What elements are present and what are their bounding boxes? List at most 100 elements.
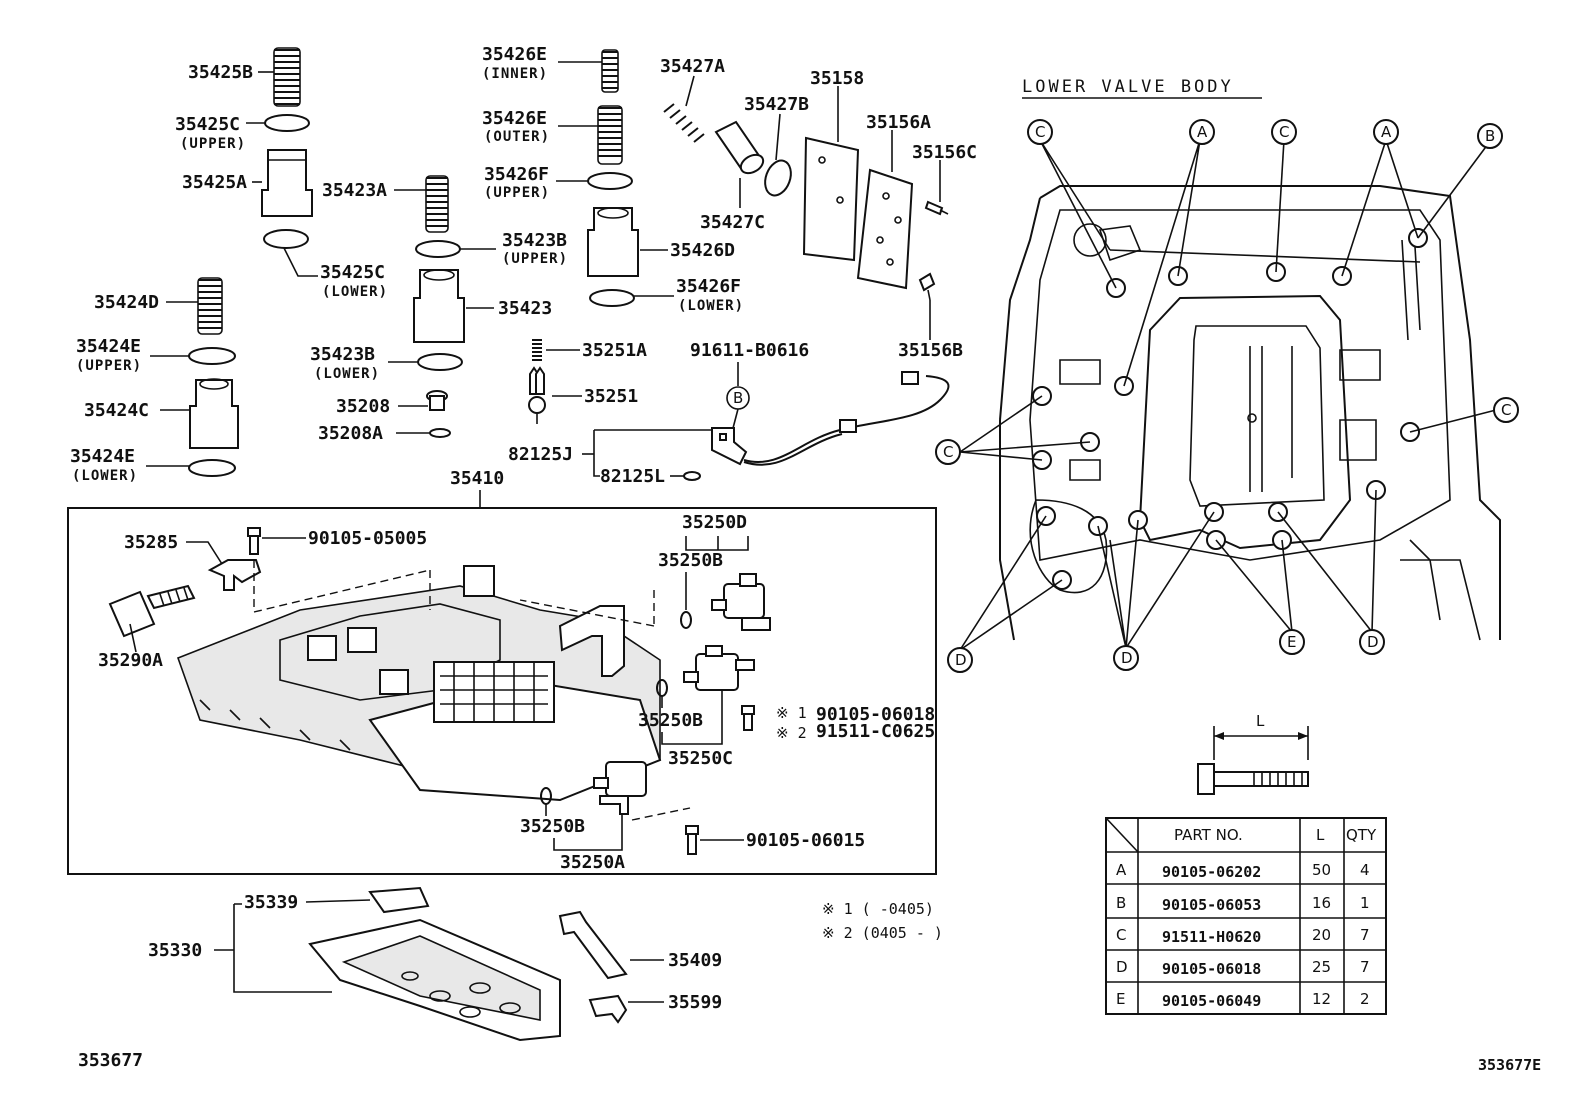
solenoid-35250C[interactable] [683, 645, 755, 691]
label-35426F-lower-sub: (LOWER) [678, 298, 744, 314]
callout-C-3: C [935, 439, 961, 465]
bolt-90105-05005[interactable] [247, 527, 261, 555]
label-35425C-lower: 35425C [320, 262, 385, 283]
valve-35427C[interactable] [714, 120, 766, 177]
callout-C-1: C [1027, 119, 1053, 145]
oring-35423B-upper[interactable] [415, 240, 461, 258]
oring-35208A[interactable] [429, 428, 451, 438]
spring-35424D[interactable] [197, 277, 223, 335]
oring-35424E-lower[interactable] [188, 459, 236, 477]
sensor-wire [743, 375, 950, 463]
sleeve-35425A[interactable] [261, 149, 313, 217]
label-35410: 35410 [450, 468, 504, 489]
ball-valve-35251[interactable] [528, 366, 546, 424]
svg-text:D: D [955, 651, 967, 669]
solenoid-35250D[interactable] [711, 573, 771, 631]
label-35423A: 35423A [322, 180, 387, 201]
table-row-part-no: 90105-06018 [1162, 960, 1261, 978]
table-row-length: 25 [1312, 958, 1331, 976]
callout-B-sensor: B [726, 386, 750, 410]
diagram-code-left: 353677 [78, 1050, 143, 1071]
svg-text:B: B [733, 389, 743, 407]
callout-E-1: E [1279, 629, 1305, 655]
bracket-35285[interactable] [207, 559, 262, 591]
bolt-length-diagram: L [1197, 712, 1309, 795]
label-35208: 35208 [336, 396, 390, 417]
lower-valve-body-drawing[interactable] [999, 185, 1501, 641]
label-82125L: 82125L [600, 466, 665, 487]
valve-body-assembly[interactable] [176, 565, 662, 802]
callout-A-2: A [1373, 119, 1399, 145]
gasket-35158[interactable] [802, 136, 860, 262]
label-35250D: 35250D [682, 512, 747, 533]
oring-35426F-lower[interactable] [589, 289, 635, 307]
bolt-90105-06018-box[interactable] [741, 705, 755, 731]
label-35425C-upper-sub: (UPPER) [180, 136, 246, 152]
note-2: ※ 2 (0405 - ) [822, 924, 943, 942]
svg-text:C: C [1501, 401, 1511, 419]
oring-35425C-lower[interactable] [263, 229, 309, 249]
sleeve-35424C[interactable] [189, 378, 239, 449]
sleeve-35426D[interactable] [587, 207, 639, 277]
plug-35208[interactable] [426, 390, 448, 411]
spring-35427A[interactable] [663, 103, 705, 143]
label-82125J: 82125J [508, 444, 573, 465]
oring-35423B-lower[interactable] [417, 353, 463, 371]
label-35424E-lower: 35424E [70, 446, 135, 467]
sleeve-35423[interactable] [413, 269, 465, 343]
label-35424E-upper-sub: (UPPER) [76, 358, 142, 374]
solenoid-35290A[interactable] [108, 584, 196, 638]
label-35599: 35599 [668, 992, 722, 1013]
oring-35425C-upper[interactable] [264, 114, 310, 132]
clip-35599[interactable] [588, 994, 628, 1024]
note-1: ※ 1 ( -0405) [822, 900, 934, 918]
plate-35156A[interactable] [856, 168, 914, 290]
label-35426F-upper: 35426F [484, 164, 549, 185]
label-35424E-lower-sub: (LOWER) [72, 468, 138, 484]
gasket-35339[interactable] [368, 886, 430, 914]
table-row-length: 50 [1312, 861, 1331, 879]
wire-clip [839, 419, 857, 433]
table-row-length: 12 [1312, 990, 1331, 1008]
speed-sensor-82125J[interactable] [711, 427, 748, 466]
label-35409: 35409 [668, 950, 722, 971]
label-35427B: 35427B [744, 94, 809, 115]
wire-connector[interactable] [901, 371, 919, 385]
oring-35250B-1[interactable] [680, 611, 692, 629]
svg-text:A: A [1381, 123, 1392, 141]
diagram-code-right: 353677E [1478, 1056, 1541, 1074]
label-90105-06018: 90105-06018 [816, 704, 935, 725]
lever-35409[interactable] [558, 910, 628, 980]
label-35251A: 35251A [582, 340, 647, 361]
label-35425C-upper: 35425C [175, 114, 240, 135]
bolt-90105-06015[interactable] [685, 825, 699, 855]
label-35423: 35423 [498, 298, 552, 319]
oil-strainer-35330[interactable] [308, 918, 561, 1042]
callout-C-4: C [1493, 397, 1519, 423]
table-row-part-no: 90105-06202 [1162, 863, 1261, 881]
solenoid-35250A[interactable] [593, 761, 647, 815]
table-row-key: A [1116, 861, 1127, 879]
label-35424D: 35424D [94, 292, 159, 313]
spring-35426E-inner[interactable] [601, 49, 619, 93]
table-row-qty: 4 [1360, 861, 1370, 879]
label-35426E-inner-sub: (INNER) [482, 66, 548, 82]
valve-body-assy-box [67, 507, 937, 875]
spring-35423A[interactable] [425, 175, 449, 233]
table-row-qty: 2 [1360, 990, 1370, 1008]
mark-2: ※ 2 [776, 724, 807, 742]
label-35426E-outer-sub: (OUTER) [484, 129, 550, 145]
oring-35426F-upper[interactable] [587, 172, 633, 190]
spring-35426E-outer[interactable] [597, 105, 623, 165]
label-35426F-lower: 35426F [676, 276, 741, 297]
lower-valve-body-title: LOWER VALVE BODY [1022, 77, 1234, 97]
oring-82125L[interactable] [683, 471, 701, 481]
bolt-35156C[interactable] [924, 200, 949, 216]
bolt-35156B[interactable] [918, 272, 936, 301]
oring-35424E-upper[interactable] [188, 347, 236, 365]
table-row-key: B [1116, 894, 1126, 912]
spring-35251A[interactable] [532, 339, 542, 361]
oring-35427B[interactable] [761, 157, 796, 199]
spring-35425B[interactable] [273, 47, 301, 107]
label-35425C-lower-sub: (LOWER) [322, 284, 388, 300]
